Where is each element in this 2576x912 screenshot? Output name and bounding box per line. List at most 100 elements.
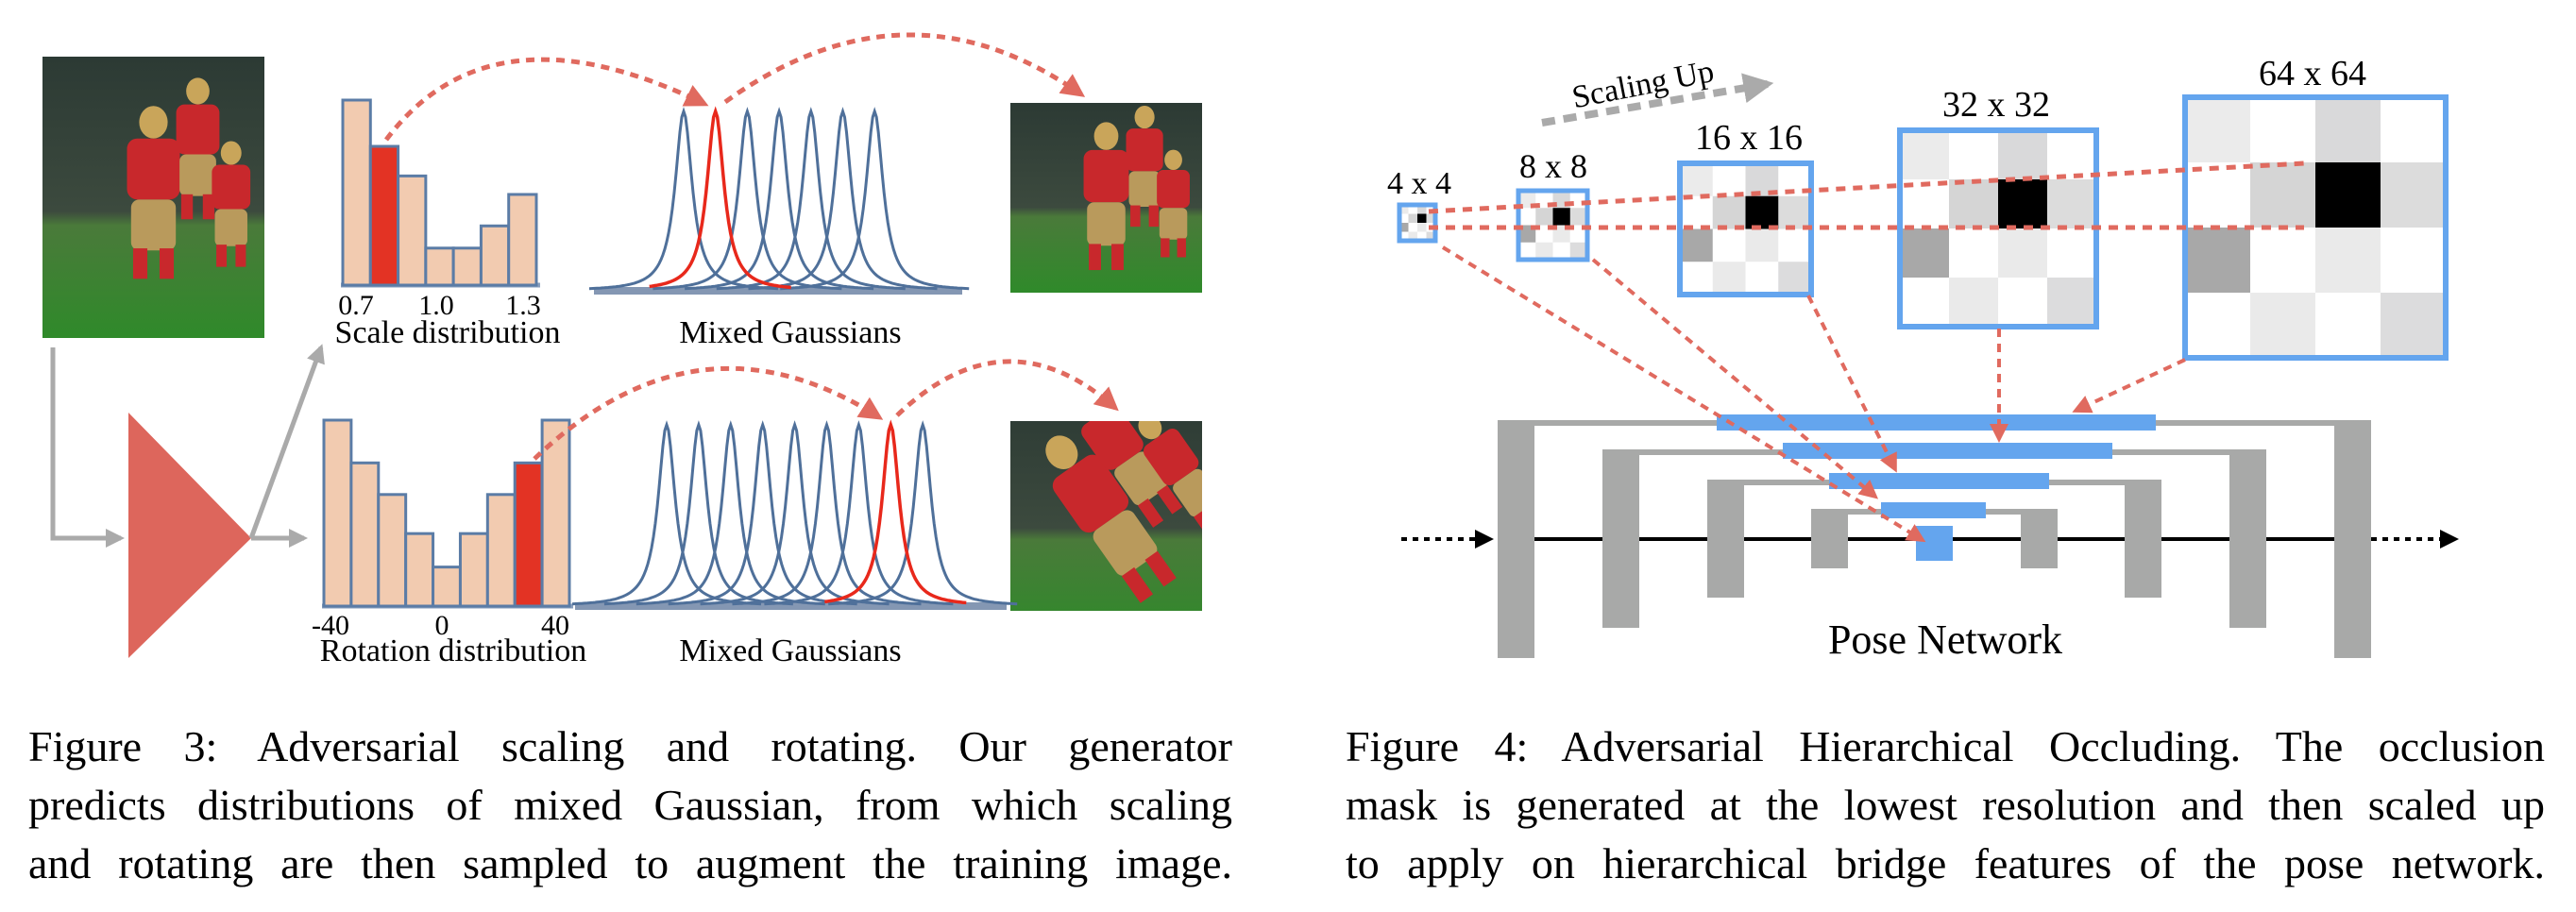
gaussian-curve xyxy=(603,420,793,606)
mask-cell xyxy=(2047,130,2097,180)
mask-cell xyxy=(2315,293,2381,359)
scaling-up-label: Scaling Up xyxy=(1569,54,1717,115)
mask-cell xyxy=(1569,208,1588,226)
input-to-generator-arrow xyxy=(50,347,125,548)
gaussian-curve xyxy=(764,420,954,606)
gaussian-curve xyxy=(571,420,762,606)
mask-cell xyxy=(2381,228,2447,294)
mask-8-to-feature-arrow xyxy=(1591,258,1879,499)
mask-cell xyxy=(2185,162,2251,228)
player-jersey xyxy=(1126,128,1163,172)
histogram-bar-selected xyxy=(513,461,544,608)
mask-cell xyxy=(2250,97,2316,163)
histogram-bar xyxy=(451,246,483,287)
player-sock xyxy=(1211,498,1233,524)
scaled-output-photo xyxy=(1010,103,1202,293)
player-helmet xyxy=(1138,421,1162,440)
histogram-bar xyxy=(485,493,517,608)
bridge-feature xyxy=(1881,502,1986,518)
histogram-bar xyxy=(349,461,381,608)
histogram-bar xyxy=(404,532,435,608)
player-helmet xyxy=(220,141,242,165)
caption-line: and rotating are then sampled to augment… xyxy=(28,839,1232,887)
mask-cell xyxy=(1569,242,1588,261)
player-sock xyxy=(1157,484,1183,515)
rotation-histogram xyxy=(322,418,573,609)
mask-cell xyxy=(1778,228,1812,262)
players xyxy=(127,77,251,279)
gaussian-curve-selected xyxy=(824,419,967,605)
player-sock xyxy=(1194,510,1202,537)
figure-4-caption: Figure 4: Adversarial Hierarchical Occlu… xyxy=(1346,718,2545,893)
mask-cell xyxy=(1399,223,1409,232)
players xyxy=(1083,106,1190,271)
player-helmet xyxy=(1070,385,1107,423)
gaussian-curve-selected xyxy=(649,106,791,290)
gaussian-curve xyxy=(748,107,938,291)
gaussian-curve xyxy=(588,107,779,291)
mask-cell xyxy=(2315,228,2381,294)
player-sock xyxy=(180,194,194,220)
histogram-bar xyxy=(341,98,372,287)
mask-resolution-label: 32 x 32 xyxy=(1942,85,2050,125)
decoder-block xyxy=(2125,480,2161,598)
mask-cell xyxy=(1535,208,1553,226)
mask-cell xyxy=(1900,130,1950,180)
gaussian-curve xyxy=(732,420,922,606)
player-jersey xyxy=(176,104,220,155)
rotation-histogram-label: Rotation distribution xyxy=(320,633,586,668)
mask-cell xyxy=(1408,223,1418,232)
mask-cell xyxy=(1745,228,1779,262)
mask-cell xyxy=(2185,293,2251,359)
decoder-block xyxy=(2334,420,2371,658)
occlusion-mask-8x8: 8 x 8 xyxy=(1516,147,1590,262)
mask-cell xyxy=(1900,278,1950,328)
mask-cell xyxy=(2315,162,2381,228)
caption-line: Figure 4: Adversarial Hierarchical Occlu… xyxy=(1346,722,2545,770)
histogram-bar xyxy=(432,566,462,608)
mask-cell xyxy=(1680,228,1714,262)
mask-cell xyxy=(1408,213,1418,224)
gaussian-curve xyxy=(828,420,1018,606)
mask-cell xyxy=(1949,228,1999,279)
bridge-feature xyxy=(1783,443,2112,459)
rotated-output-photo xyxy=(1010,385,1233,611)
rotation-sample-arc xyxy=(533,365,884,461)
mask-cell xyxy=(1998,278,2048,328)
gaussian-curve xyxy=(716,107,906,291)
mask-cell xyxy=(1745,262,1779,296)
histogram-bar xyxy=(322,418,353,608)
mask-cell xyxy=(2047,278,2097,328)
player-sock xyxy=(1161,238,1170,258)
player-jersey xyxy=(127,138,180,200)
player-jersey xyxy=(1143,429,1199,486)
mask-cell xyxy=(1518,242,1536,261)
mask-cell xyxy=(2315,97,2381,163)
gaussian-curve xyxy=(652,107,842,291)
scale-tick-label: 1.0 xyxy=(418,290,454,321)
mask-16-to-feature-arrow xyxy=(1806,295,1897,473)
mask-64-to-feature-arrow xyxy=(2072,358,2186,414)
player-pants xyxy=(1087,202,1126,246)
mask-resolution-label: 64 x 64 xyxy=(2259,54,2366,93)
histogram-bar xyxy=(507,193,538,287)
mask-cell xyxy=(1408,205,1418,214)
histogram-bar xyxy=(458,532,489,608)
encoder-block xyxy=(1707,480,1744,598)
mask-cell xyxy=(1399,213,1409,224)
scale-tick-label: 0.7 xyxy=(338,290,374,321)
rotation-apply-arc xyxy=(895,359,1119,417)
players xyxy=(1045,385,1233,603)
scale-apply-arc xyxy=(723,32,1086,105)
mask-cell xyxy=(1680,195,1714,229)
encoder-block xyxy=(1811,509,1848,568)
player-sock xyxy=(1089,244,1101,271)
player-sock xyxy=(1121,566,1154,603)
mask-cell xyxy=(1552,242,1571,261)
decoder-block xyxy=(2021,509,2058,568)
mask-cell xyxy=(1552,208,1571,226)
player-pants xyxy=(1128,171,1161,208)
bridge-feature xyxy=(1717,414,2156,431)
mask-cell xyxy=(1712,262,1746,296)
